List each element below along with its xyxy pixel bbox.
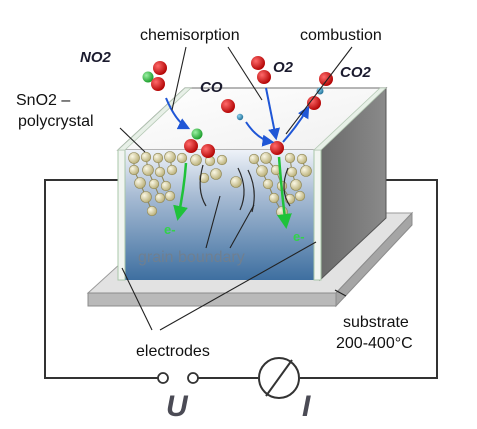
sno2-grain (146, 205, 158, 217)
sno2-grain (284, 152, 296, 164)
sno2-grain (262, 178, 274, 190)
label-sno2-line2: polycrystal (18, 113, 94, 130)
sno2-grain (164, 190, 176, 202)
sno2-grain (268, 192, 280, 204)
sno2-grain (154, 192, 166, 204)
sno2-grain (140, 151, 152, 163)
oxygen-adsorbed (270, 141, 284, 155)
sno2-grain (128, 164, 140, 176)
sno2-grain (164, 151, 176, 163)
label-substrate-line2: 200-400°C (336, 335, 413, 352)
label-current: I (302, 390, 311, 423)
terminal-left-icon (157, 372, 169, 384)
sno2-grain (260, 152, 272, 164)
label-electron-left: e- (164, 222, 176, 237)
sno2-grain (256, 165, 268, 177)
reaction-arrows (165, 87, 310, 229)
sno2-grain (294, 190, 306, 202)
label-pointer-lines (119, 46, 353, 331)
sno2-grain (198, 172, 210, 184)
terminal-right-icon (187, 372, 199, 384)
no2-molecule-adsorbed (184, 128, 215, 158)
sno2-grain (160, 180, 172, 192)
label-no2: NO2 (80, 49, 112, 66)
label-co: CO (200, 79, 223, 96)
sno2-grain (128, 152, 140, 164)
label-chemisorption: chemisorption (140, 27, 240, 44)
sno2-grain (248, 153, 260, 165)
sno2-grain (152, 152, 164, 164)
electron-right-arrow (276, 156, 292, 229)
sno2-grain (230, 176, 242, 188)
o2-molecule-free (251, 56, 271, 84)
electrode-left (117, 149, 126, 281)
co-to-surface-arrow (245, 121, 275, 147)
electrode-right (313, 149, 322, 281)
sno2-grain (148, 178, 160, 190)
sno2-grain (296, 153, 308, 165)
ammeter-icon: I (258, 357, 311, 423)
sno2-grain (300, 165, 312, 177)
sno2-grain (134, 177, 146, 189)
circuit-wires (44, 179, 438, 379)
label-o2: O2 (273, 59, 294, 76)
o2-molecule-surface (221, 99, 244, 121)
sno2-grain (142, 164, 154, 176)
sno2-grain (210, 168, 222, 180)
sno2-grain (290, 179, 302, 191)
label-grain-boundary: grain boundary (138, 249, 245, 266)
electron-left-arrow (173, 162, 188, 221)
label-electrodes: electrodes (136, 343, 210, 360)
label-sno2-line1: SnO2 – (16, 92, 70, 109)
combustion-out-arrow (282, 105, 310, 143)
no2-molecule-free (142, 61, 167, 91)
co2-molecule (307, 72, 333, 110)
sno2-grain (216, 154, 228, 166)
voltage-terminals: U (157, 372, 199, 423)
molecules (142, 56, 333, 158)
sno2-grain (154, 166, 166, 178)
sno2-grain (166, 164, 178, 176)
sno2-grain (140, 191, 152, 203)
o2-chemisorption-arrow (265, 87, 281, 141)
label-electron-right: e- (293, 229, 305, 244)
sno2-grain (286, 166, 298, 178)
labels: chemisorption combustion NO2 O2 CO CO2 S… (16, 27, 413, 360)
sno2-grains (128, 151, 312, 218)
sno2-grain (176, 152, 188, 164)
label-co2: CO2 (340, 64, 372, 81)
sno2-grain (190, 154, 202, 166)
no2-adsorption-arrow (165, 97, 191, 130)
label-combustion: combustion (300, 27, 382, 44)
label-substrate-line1: substrate (343, 314, 409, 331)
grain-boundaries (199, 164, 291, 213)
label-voltage: U (166, 390, 189, 423)
